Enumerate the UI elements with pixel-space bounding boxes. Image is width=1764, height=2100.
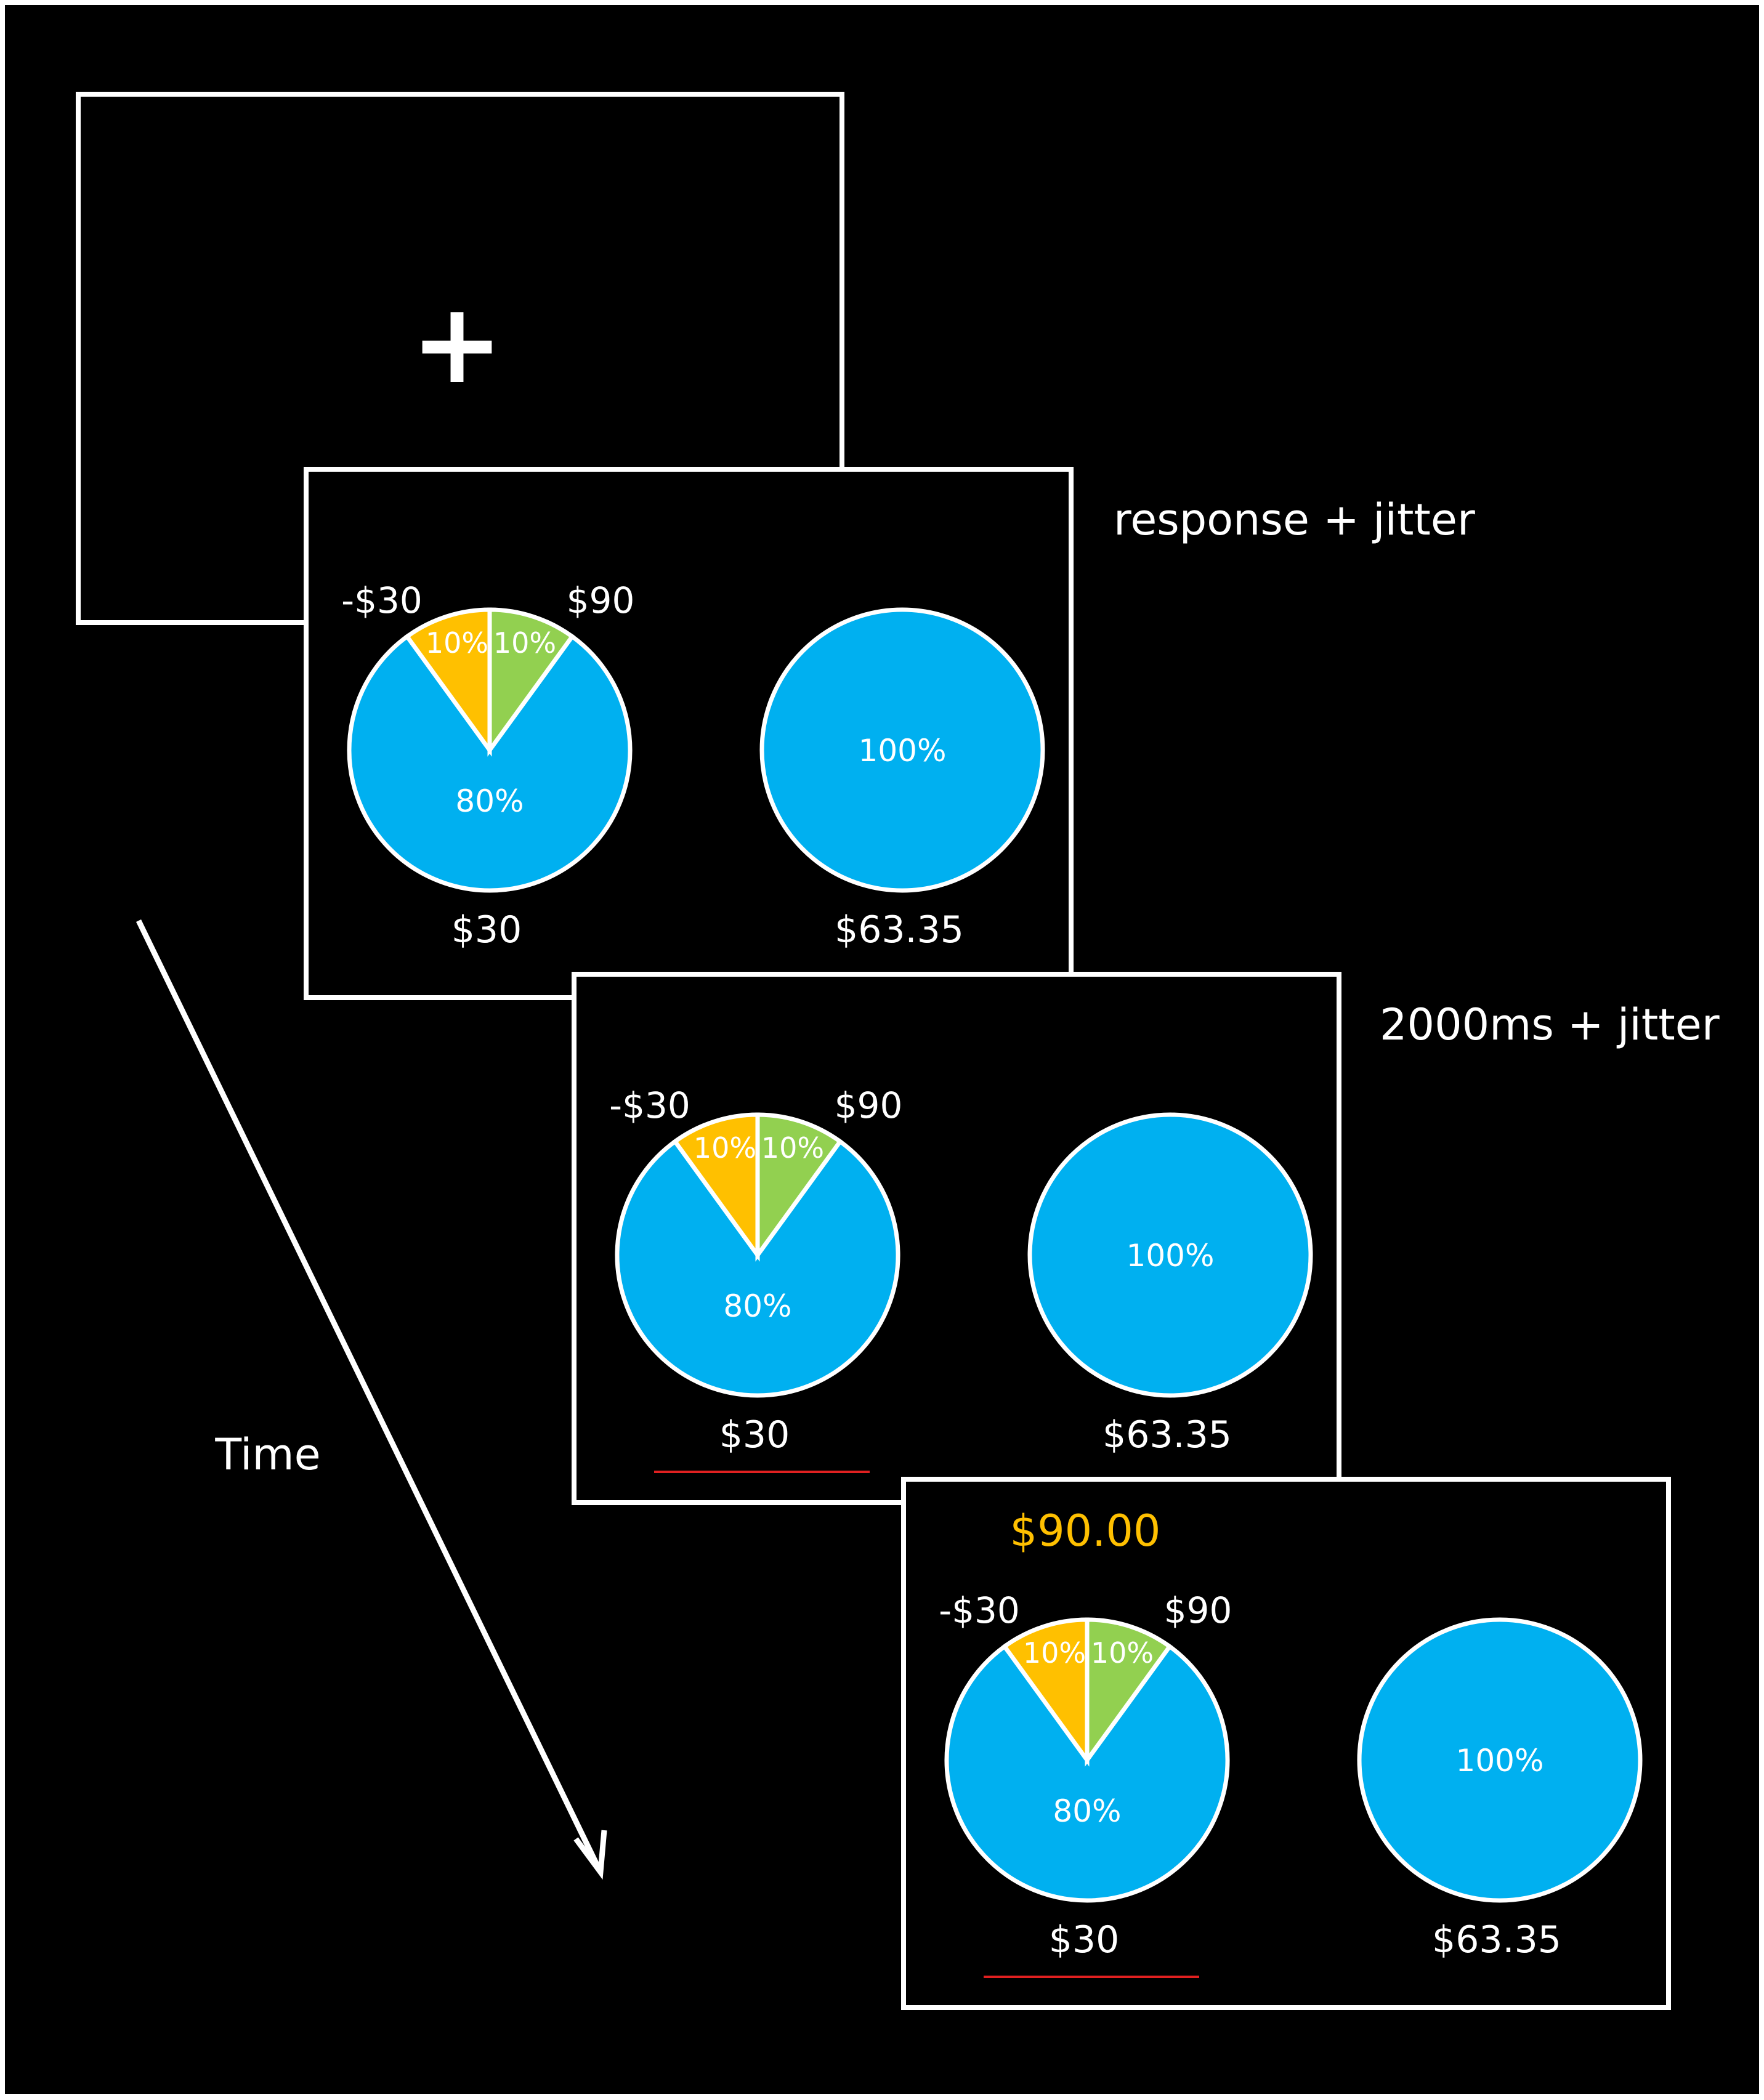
selection-screen: 10%10% 80% -$30 $90 $30 100% $63.35	[572, 972, 1341, 1505]
pie-slice-loss	[404, 607, 492, 757]
choice-screen: 10%10% 80% -$30 $90 $30 100% $63.35	[304, 467, 1074, 1000]
sure-option-percent: 100%	[859, 733, 947, 769]
main-slice-percent: 80%	[723, 1288, 791, 1324]
pie-slice-loss	[672, 1112, 760, 1262]
gamble-amount: $30	[1049, 1918, 1120, 1961]
gamble-pie	[944, 1617, 1230, 1903]
time-arrow-head	[573, 1830, 607, 1880]
phase1-label: response + jitter	[1114, 495, 1475, 545]
pie-slice-loss	[1001, 1617, 1090, 1767]
loss-slice-percent: 10%	[694, 1131, 756, 1165]
outcome-value: $90.00	[1010, 1506, 1161, 1556]
gain-slice-percent: 10%	[1091, 1636, 1154, 1670]
sure-option-pie	[759, 607, 1045, 893]
gamble-amount: $30	[451, 908, 522, 951]
time-arrow	[136, 919, 607, 1880]
loss-amount-label: -$30	[341, 580, 423, 621]
loss-slice-percent: 10%	[1023, 1636, 1086, 1670]
gamble-amount: $30	[719, 1413, 790, 1456]
phase2-label: 2000ms + jitter	[1380, 1000, 1720, 1050]
time-label: Time	[214, 1429, 320, 1480]
gamble-pie	[615, 1112, 900, 1398]
loss-amount-label: -$30	[609, 1084, 690, 1126]
gain-amount-label: $90	[567, 580, 635, 621]
sure-amount: $63.35	[1102, 1413, 1232, 1456]
sure-option-pie	[1027, 1112, 1313, 1398]
pie-slice-main	[347, 633, 633, 893]
fixation-cross: +	[411, 280, 504, 408]
pie-slice-gain	[1085, 1617, 1173, 1767]
main-slice-percent: 80%	[1053, 1793, 1121, 1829]
gain-slice-percent: 10%	[493, 626, 556, 660]
pie-slice-gain	[755, 1112, 843, 1262]
sure-option-pie	[1357, 1617, 1643, 1903]
time-arrow-shaft	[136, 919, 604, 1873]
gamble-pie	[347, 607, 633, 893]
pie-slice-main	[944, 1643, 1230, 1903]
gain-amount-label: $90	[1164, 1589, 1232, 1631]
gain-slice-percent: 10%	[761, 1131, 824, 1165]
gain-amount-label: $90	[835, 1084, 903, 1126]
sure-option-percent: 100%	[1456, 1743, 1544, 1779]
pie-slice-gain	[487, 607, 575, 757]
loss-amount-label: -$30	[939, 1589, 1020, 1631]
sure-amount: $63.35	[1432, 1918, 1561, 1961]
pie-slice-main	[615, 1138, 900, 1398]
loss-slice-percent: 10%	[426, 626, 488, 660]
sure-option-percent: 100%	[1127, 1238, 1215, 1274]
sure-amount: $63.35	[835, 908, 964, 951]
outcome-screen: 10%10% 80% -$30 $90 $30 100% $63.35 $90.00	[901, 1477, 1671, 2010]
main-slice-percent: 80%	[455, 783, 524, 819]
